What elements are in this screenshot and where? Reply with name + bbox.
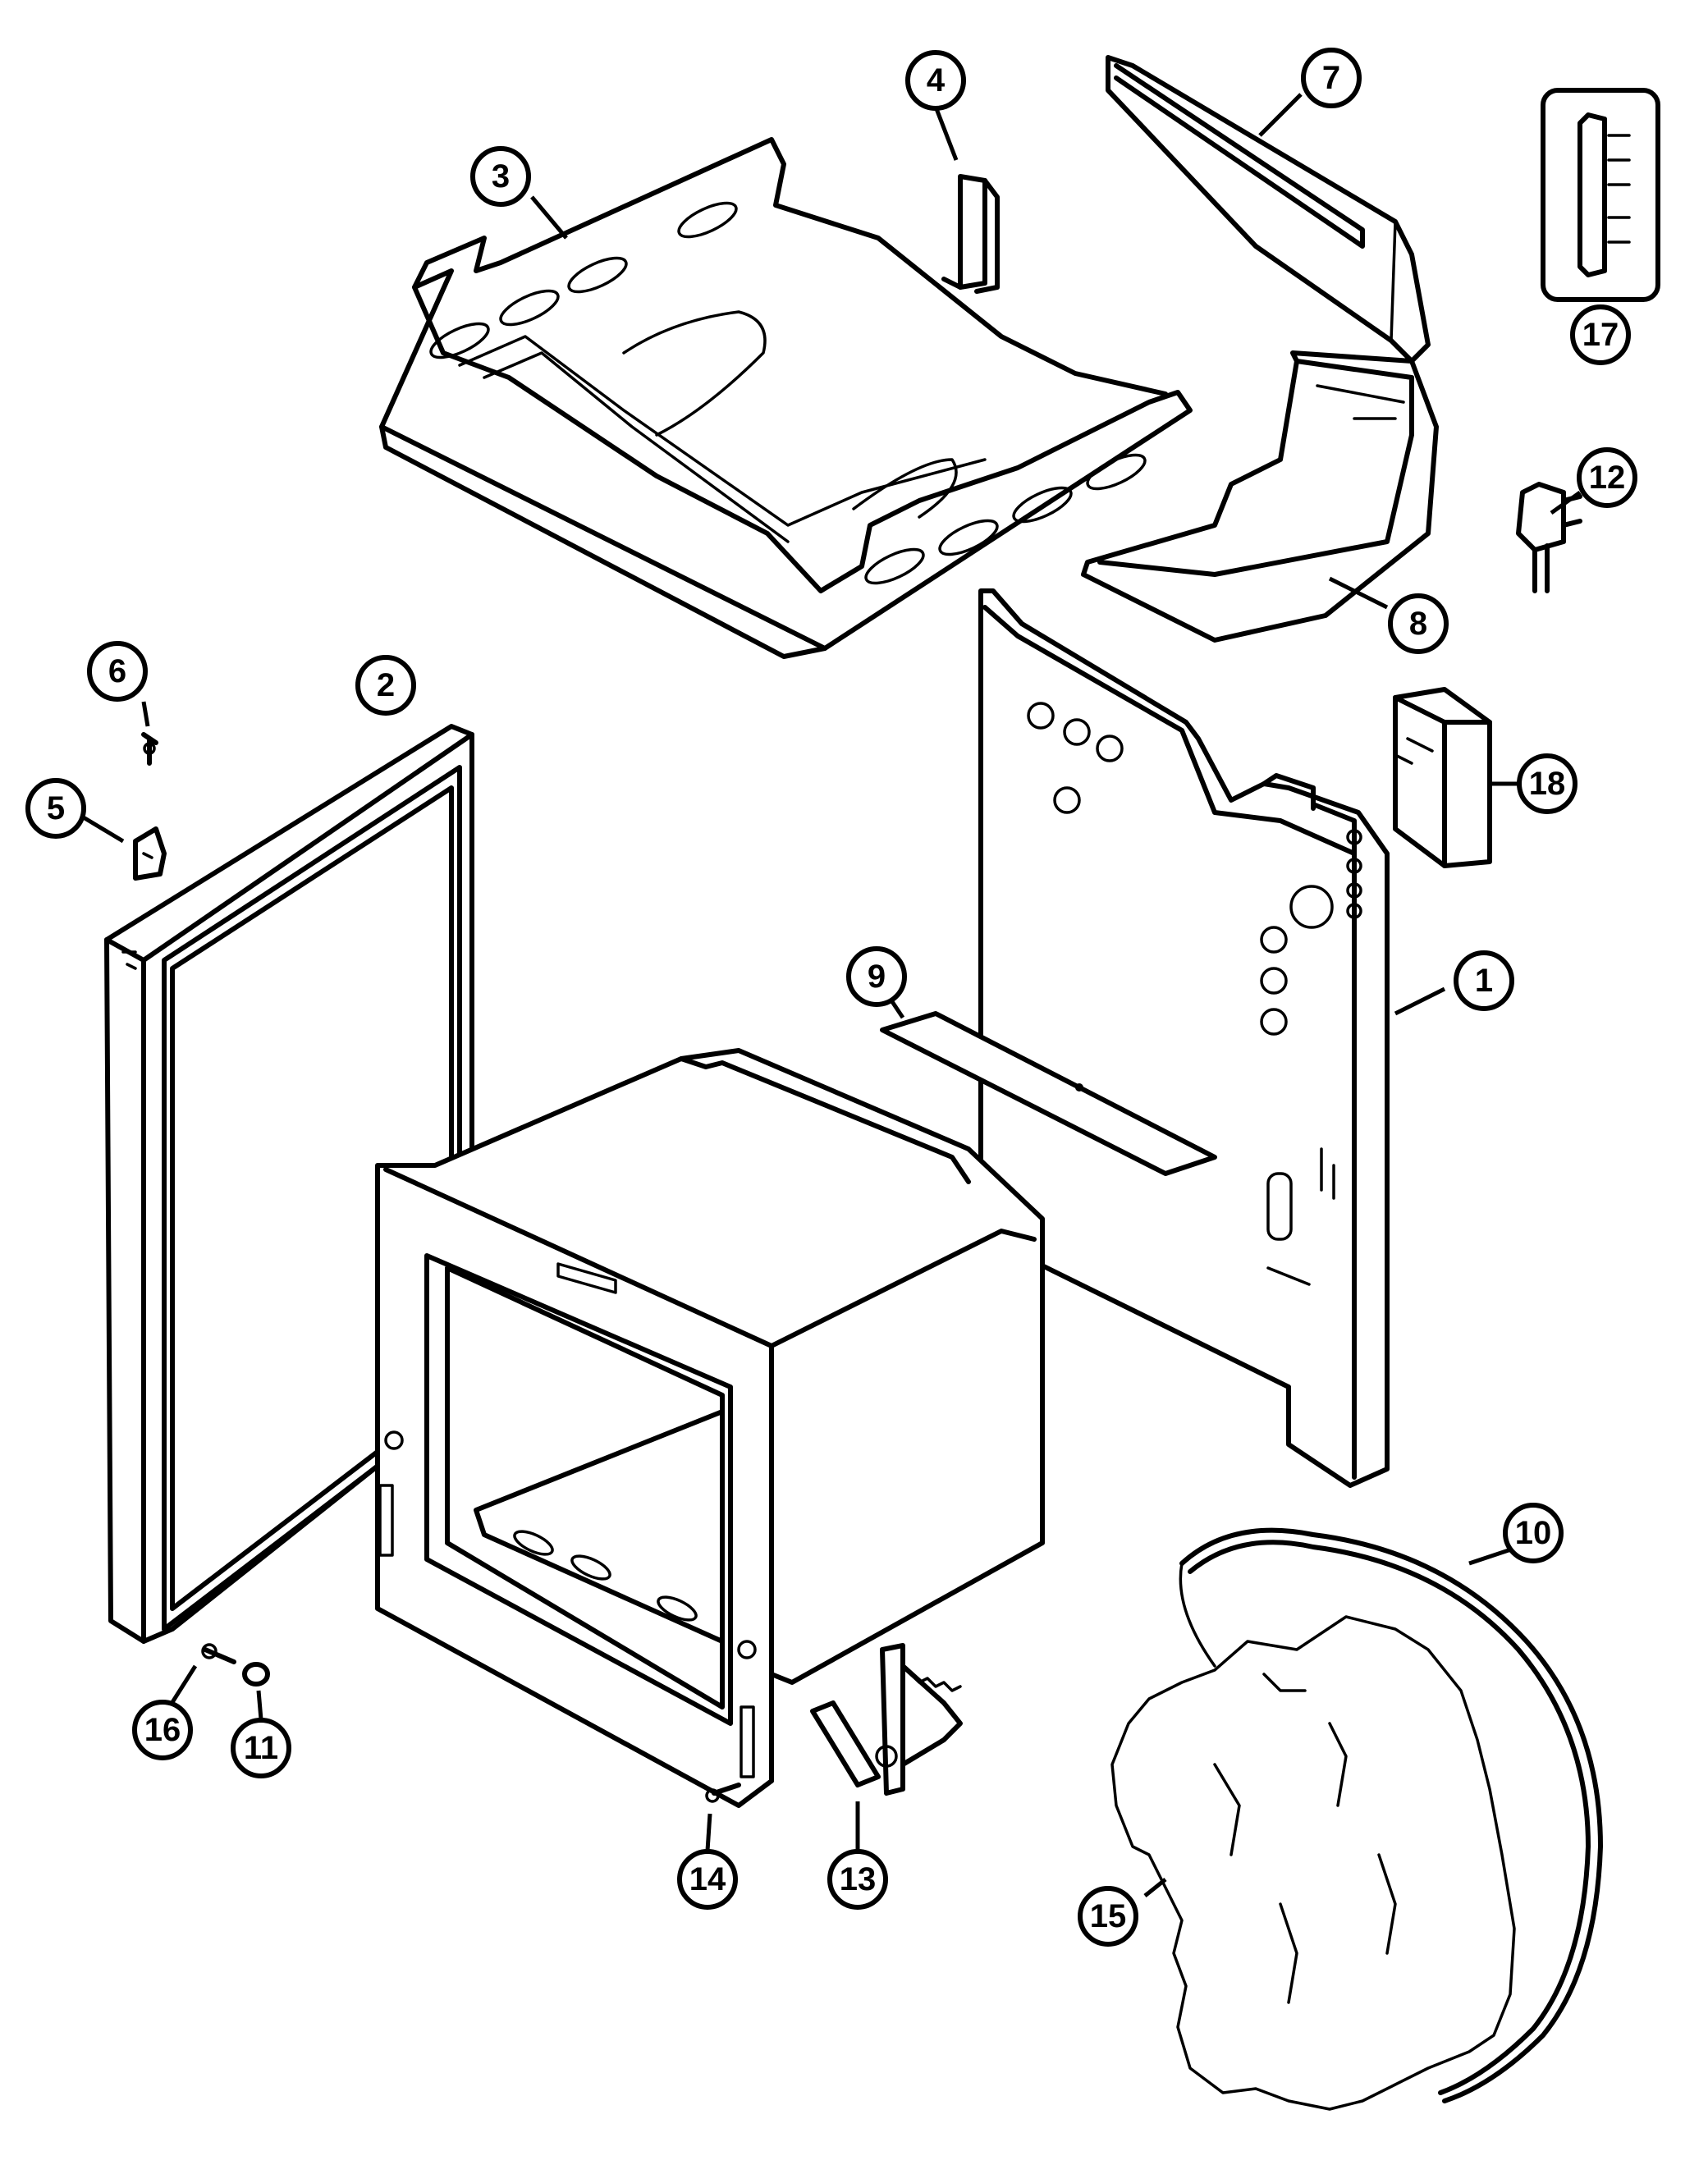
svg-text:16: 16 xyxy=(144,1712,181,1748)
svg-text:12: 12 xyxy=(1589,460,1626,496)
callouts: 1 2 3 4 5 6 7 8 xyxy=(25,48,1637,1947)
part-10-gasket xyxy=(1179,1527,1603,2103)
part-18-cover xyxy=(1393,687,1492,868)
callout-14: 14 xyxy=(677,1849,738,1910)
svg-text:15: 15 xyxy=(1090,1898,1127,1934)
part-7-vent-duct xyxy=(1106,55,1431,364)
part-8-vent-duct-lower xyxy=(1081,350,1439,643)
part-11-spacer xyxy=(242,1662,270,1687)
callout-6: 6 xyxy=(87,641,148,702)
part-5-clip xyxy=(133,826,167,881)
svg-text:13: 13 xyxy=(840,1861,877,1897)
callout-5: 5 xyxy=(25,778,86,839)
callout-8: 8 xyxy=(1388,593,1449,654)
svg-text:14: 14 xyxy=(689,1861,726,1897)
part-14-screw xyxy=(705,1783,741,1803)
part-3-top-tray xyxy=(379,137,1193,659)
svg-text:2: 2 xyxy=(377,667,395,703)
part-17-terminal-block xyxy=(1541,88,1660,302)
callout-11: 11 xyxy=(231,1718,291,1778)
svg-text:5: 5 xyxy=(47,790,65,826)
callout-10: 10 xyxy=(1503,1503,1564,1563)
callout-13: 13 xyxy=(827,1849,888,1910)
part-9-panel-plate xyxy=(880,1011,1217,1176)
svg-text:6: 6 xyxy=(108,653,126,689)
svg-text:9: 9 xyxy=(868,959,886,995)
part-1-side-panel xyxy=(978,588,1390,1488)
part-6-screw xyxy=(141,732,158,766)
svg-text:1: 1 xyxy=(1475,963,1493,999)
part-13-hinge xyxy=(810,1643,963,1796)
svg-text:3: 3 xyxy=(492,158,510,195)
callout-16: 16 xyxy=(132,1700,193,1760)
callout-17: 17 xyxy=(1570,304,1631,365)
callout-9: 9 xyxy=(846,946,907,1007)
svg-text:8: 8 xyxy=(1409,606,1427,642)
callout-18: 18 xyxy=(1517,753,1577,814)
oven-cavity xyxy=(375,1048,1045,1808)
svg-text:10: 10 xyxy=(1515,1515,1552,1551)
callout-7: 7 xyxy=(1301,48,1362,108)
svg-text:11: 11 xyxy=(244,1730,278,1766)
callout-2: 2 xyxy=(355,655,416,716)
svg-text:4: 4 xyxy=(927,62,946,98)
callout-1: 1 xyxy=(1454,950,1514,1011)
part-15-insulation xyxy=(1110,1615,1516,2111)
callout-4: 4 xyxy=(905,50,966,111)
part-16-screw xyxy=(201,1643,236,1664)
part-12-plug xyxy=(1516,482,1582,593)
part-4-bracket xyxy=(941,174,1000,294)
callout-3: 3 xyxy=(470,146,531,207)
svg-text:17: 17 xyxy=(1582,317,1619,353)
svg-text:7: 7 xyxy=(1322,60,1340,96)
callout-12: 12 xyxy=(1577,447,1637,508)
callout-15: 15 xyxy=(1078,1886,1138,1947)
svg-text:18: 18 xyxy=(1529,766,1566,802)
